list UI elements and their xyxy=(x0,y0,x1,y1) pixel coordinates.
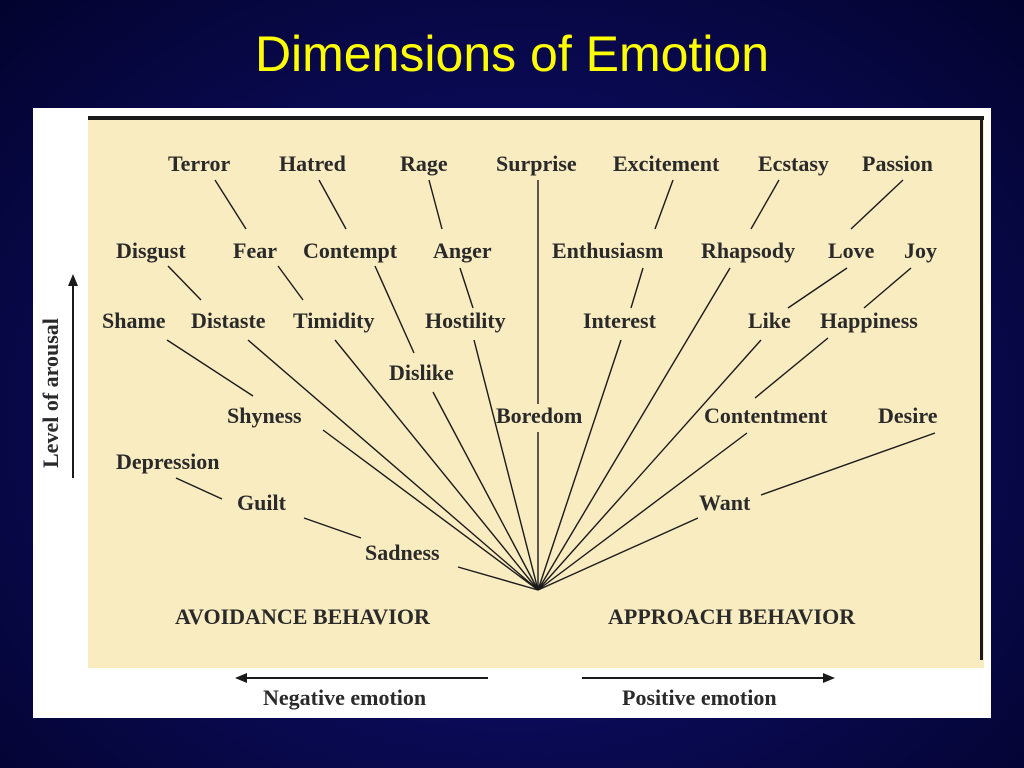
connector-anger xyxy=(459,267,474,309)
approach-behavior-label: APPROACH BEHAVIOR xyxy=(608,604,856,629)
connector-desire xyxy=(760,432,936,496)
connector-contempt xyxy=(374,265,415,354)
connector-guilt xyxy=(303,517,362,539)
diagram-panel xyxy=(88,118,984,668)
emotion-excitement: Excitement xyxy=(613,151,720,176)
panel-top-rule xyxy=(88,116,984,120)
emotion-dimensions-figure: Terror Hatred Rage Surprise Excitement E… xyxy=(33,108,991,718)
positive-emotion-label: Positive emotion xyxy=(622,685,777,710)
connector-distaste xyxy=(247,339,539,591)
connector-ecstasy xyxy=(750,179,780,230)
connector-passion xyxy=(850,179,904,230)
arousal-axis-label: Level of arousal xyxy=(38,318,63,468)
connector-hatred xyxy=(318,179,347,230)
connector-shyness xyxy=(166,339,254,397)
emotion-disgust: Disgust xyxy=(116,238,186,263)
emotion-depression: Depression xyxy=(116,449,220,474)
connector-excitement xyxy=(654,179,674,230)
emotion-passion: Passion xyxy=(862,151,933,176)
emotion-interest: Interest xyxy=(583,308,656,333)
connector-enthusiasm xyxy=(630,267,644,309)
emotion-dislike: Dislike xyxy=(389,360,454,385)
emotion-ecstasy: Ecstasy xyxy=(758,151,829,176)
connector-interest xyxy=(537,339,622,591)
connector-dislike xyxy=(432,391,539,591)
emotion-contentment: Contentment xyxy=(704,403,828,428)
negative-axis-arrowhead xyxy=(235,673,247,683)
positive-axis-arrowhead xyxy=(823,673,835,683)
emotion-shame: Shame xyxy=(102,308,166,333)
connector-depression xyxy=(175,477,223,500)
connector-rhapsody xyxy=(537,267,731,591)
connector-joy xyxy=(863,267,912,309)
emotion-distaste: Distaste xyxy=(191,308,266,333)
emotion-enthusiasm: Enthusiasm xyxy=(552,238,664,263)
emotion-want: Want xyxy=(699,490,751,515)
connector-timidity xyxy=(334,339,539,591)
connector-fear xyxy=(277,265,304,301)
emotion-boredom: Boredom xyxy=(496,403,583,428)
emotion-rage: Rage xyxy=(400,151,448,176)
connector-love xyxy=(787,267,848,309)
connector-want xyxy=(537,517,699,591)
emotion-terror: Terror xyxy=(168,151,231,176)
connector-disgust xyxy=(167,265,202,301)
connector-lines xyxy=(166,179,936,591)
connector-sadness xyxy=(457,566,539,591)
emotion-rhapsody: Rhapsody xyxy=(701,238,796,263)
emotion-contempt: Contempt xyxy=(303,238,398,263)
emotion-sadness: Sadness xyxy=(365,540,440,565)
emotion-joy: Joy xyxy=(904,238,937,263)
emotion-guilt: Guilt xyxy=(237,490,286,515)
emotion-shyness: Shyness xyxy=(227,403,302,428)
emotion-anger: Anger xyxy=(433,238,492,263)
connector-diagram xyxy=(68,179,936,683)
emotion-love: Love xyxy=(828,238,875,263)
avoidance-behavior-label: AVOIDANCE BEHAVIOR xyxy=(175,604,430,629)
connector-hostility xyxy=(473,339,539,591)
emotion-surprise: Surprise xyxy=(496,151,577,176)
connector-contentment xyxy=(754,337,829,399)
connector-happiness xyxy=(537,432,748,591)
emotion-desire: Desire xyxy=(878,403,938,428)
arousal-axis-arrowhead xyxy=(68,274,78,286)
emotion-fear: Fear xyxy=(233,238,277,263)
panel-right-rule xyxy=(980,116,983,660)
negative-emotion-label: Negative emotion xyxy=(263,685,427,710)
connector-terror xyxy=(214,179,247,230)
slide-title: Dimensions of Emotion xyxy=(254,26,770,82)
emotion-hostility: Hostility xyxy=(425,308,506,333)
axis-arrows xyxy=(68,274,835,683)
connector-like xyxy=(537,339,762,591)
emotion-like: Like xyxy=(748,308,791,333)
emotion-happiness: Happiness xyxy=(820,308,918,333)
emotion-hatred: Hatred xyxy=(279,151,346,176)
connector-shyline xyxy=(322,429,539,591)
connector-rage xyxy=(428,179,443,230)
emotion-timidity: Timidity xyxy=(293,308,375,333)
